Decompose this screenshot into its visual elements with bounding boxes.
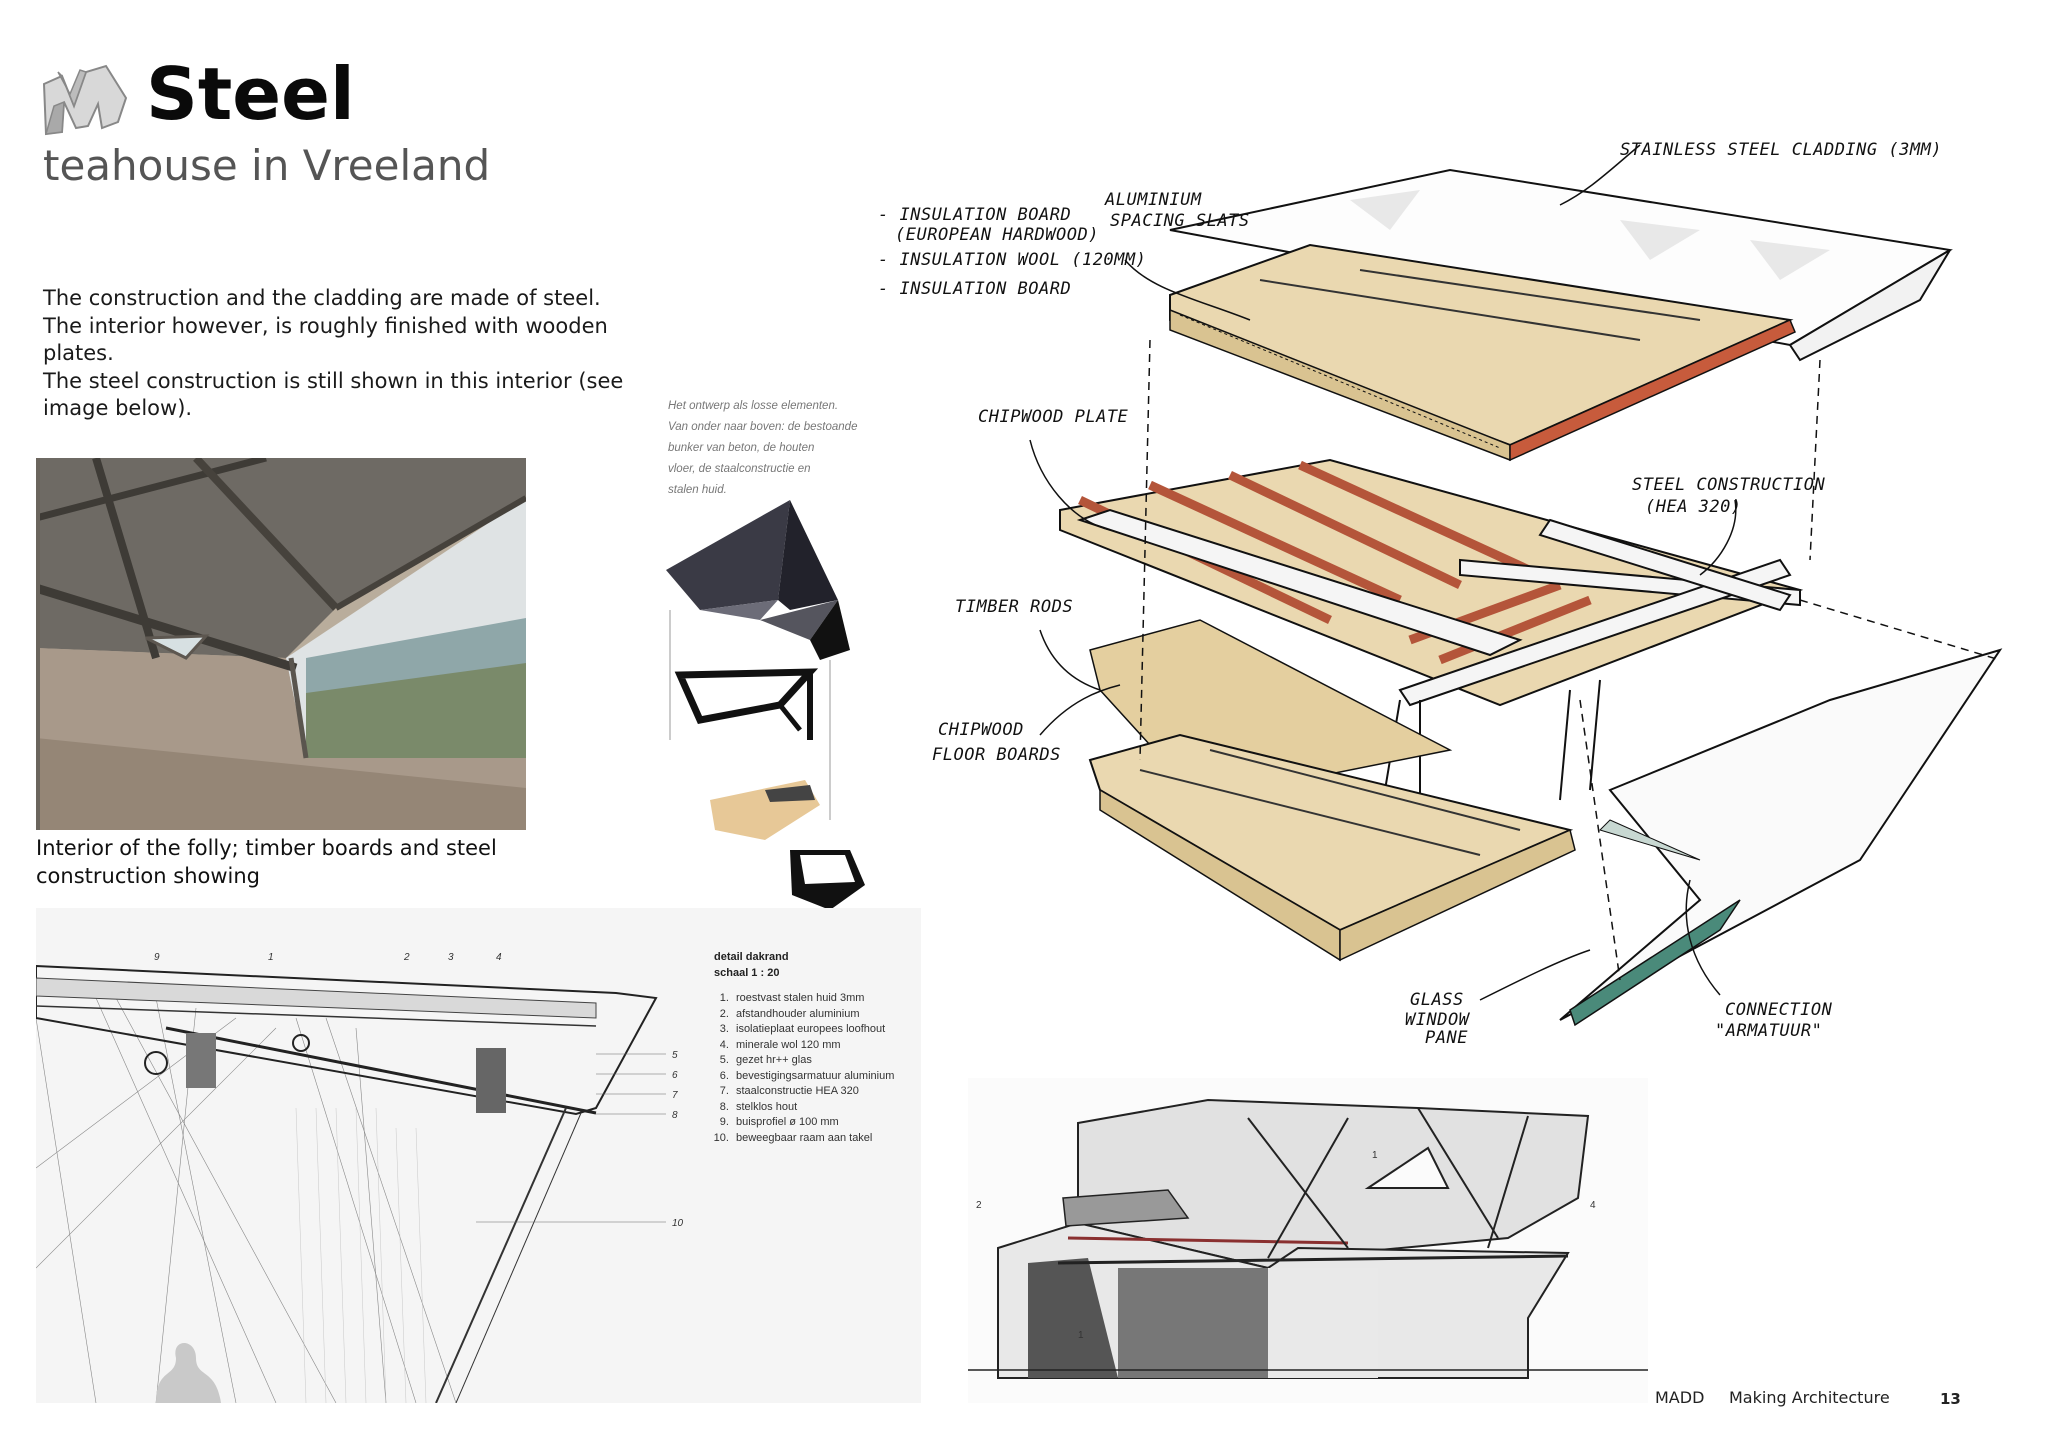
note-line: Het ontwerp als losse elementen. xyxy=(668,400,839,412)
sketch-label: CONNECTION xyxy=(1725,1000,1833,1020)
detail-heading: detail dakrand xyxy=(714,951,789,963)
detail-callout: 3 xyxy=(448,952,454,963)
detail-legend: detail dakrand schaal 1 : 20 roestvast s… xyxy=(714,950,924,1146)
sketch-label: STEEL CONSTRUCTION xyxy=(1632,475,1825,495)
sketch-label: - INSULATION WOOL (120MM) xyxy=(878,250,1146,270)
detail-scale: schaal 1 : 20 xyxy=(714,966,780,979)
m-logo-icon xyxy=(42,64,128,136)
sketch-label: CHIPWOOD PLATE xyxy=(978,407,1129,427)
list-item: beweegbaar raam aan takel xyxy=(732,1131,924,1147)
page-number: 13 xyxy=(1940,1390,1961,1408)
intro-text: The construction and the cladding are ma… xyxy=(43,285,683,423)
sketch-label: (HEA 320) xyxy=(1645,497,1742,517)
list-item: isolatieplaat europees loofhout xyxy=(732,1022,924,1038)
list-item: buisprofiel ø 100 mm xyxy=(732,1115,924,1131)
sketch-label: CHIPWOOD xyxy=(938,720,1024,740)
detail-callout: 9 xyxy=(154,952,160,963)
detail-callout: 2 xyxy=(403,952,410,963)
detail-callout: 6 xyxy=(672,1070,678,1081)
section-callout: 1 xyxy=(1078,1330,1084,1341)
sketch-label: SPACING SLATS xyxy=(1110,211,1250,231)
photo-caption: Interior of the folly; timber boards and… xyxy=(36,836,497,888)
list-item: gezet hr++ glas xyxy=(732,1053,924,1069)
exploded-elements-diagram xyxy=(666,500,865,910)
sketch-label: GLASS xyxy=(1410,990,1464,1010)
sketch-label: - INSULATION BOARD xyxy=(878,279,1071,299)
detail-callout: 1 xyxy=(268,952,274,963)
detail-callout: 8 xyxy=(672,1110,678,1121)
list-item: stelklos hout xyxy=(732,1100,924,1116)
list-item: bevestigingsarmatuur aluminium xyxy=(732,1069,924,1085)
list-item: minerale wol 120 mm xyxy=(732,1038,924,1054)
footer-brand: MADD xyxy=(1655,1388,1705,1407)
sketch-label: FLOOR BOARDS xyxy=(932,745,1061,765)
footer-course: Making Architecture xyxy=(1729,1388,1890,1407)
detail-callout: 7 xyxy=(672,1090,678,1101)
intro-paragraph: The steel construction is still shown in… xyxy=(43,368,624,421)
roof-edge-detail-drawing: 9 1 2 3 4 5 6 7 8 10 xyxy=(36,908,921,1403)
section-callout: 2 xyxy=(976,1200,982,1211)
note-line: vloer, de staalconstructie en xyxy=(668,463,811,475)
design-note: Het ontwerp als losse elementen. Van ond… xyxy=(668,396,878,501)
note-line: stalen huid. xyxy=(668,484,727,496)
sketch-label: "ARMATUUR" xyxy=(1715,1021,1822,1041)
list-item: roestvast stalen huid 3mm xyxy=(732,991,924,1007)
list-item: staalconstructie HEA 320 xyxy=(732,1084,924,1100)
sketch-label: WINDOW xyxy=(1405,1010,1471,1030)
list-item: afstandhouder aluminium xyxy=(732,1007,924,1023)
sketch-label: STAINLESS STEEL CLADDING (3MM) xyxy=(1620,140,1942,160)
detail-list: roestvast stalen huid 3mm afstandhouder … xyxy=(714,991,924,1146)
note-line: Van onder naar boven: de bestoande xyxy=(668,421,858,433)
sketch-label: PANE xyxy=(1425,1028,1468,1048)
sketch-label: - INSULATION BOARD xyxy=(878,205,1071,225)
intro-paragraph: The interior however, is roughly finishe… xyxy=(43,313,608,366)
page-title: Steel xyxy=(146,52,355,136)
sketch-label: TIMBER RODS xyxy=(955,597,1073,617)
detail-callout: 5 xyxy=(672,1050,678,1061)
page-subtitle: teahouse in Vreeland xyxy=(43,141,491,190)
detail-callout: 4 xyxy=(496,952,502,963)
exploded-axonometric-sketch: STAINLESS STEEL CLADDING (3MM) ALUMINIUM… xyxy=(878,140,2003,1048)
section-callout: 1 xyxy=(1372,1150,1378,1161)
intro-paragraph: The construction and the cladding are ma… xyxy=(43,286,601,310)
section-callout: 4 xyxy=(1590,1200,1596,1211)
note-line: bunker van beton, de houten xyxy=(668,442,815,454)
building-section-drawing: 2 1 4 1 xyxy=(968,1078,1648,1403)
sketch-label: (EUROPEAN HARDWOOD) xyxy=(895,225,1099,245)
interior-photo xyxy=(36,458,526,830)
detail-callout: 10 xyxy=(672,1218,684,1229)
sketch-label: ALUMINIUM xyxy=(1104,190,1202,210)
